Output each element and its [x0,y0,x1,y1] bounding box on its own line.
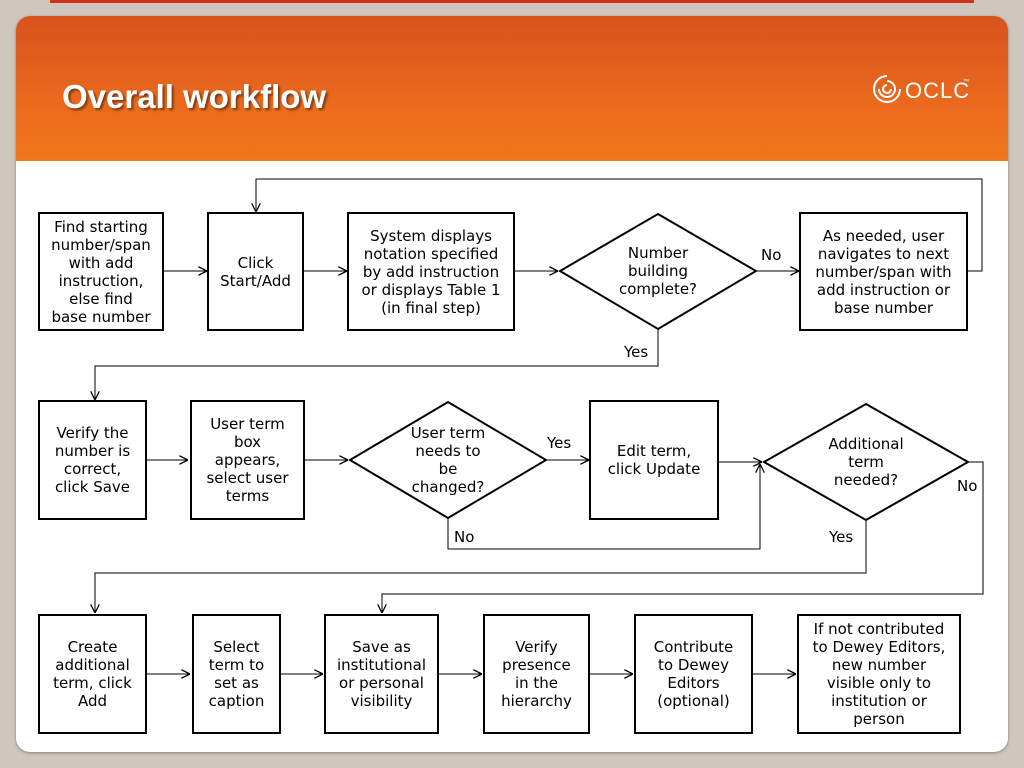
step-contribute: Contribute to Dewey Editors (optional) [634,614,753,734]
step-verify-hierarchy: Verify presence in the hierarchy [483,614,590,734]
label-additional-yes: Yes [829,528,854,546]
step-create-term-text: Create additional term, click Add [53,638,132,710]
logo-trademark: ™ [963,79,969,85]
label-complete-yes: Yes [624,343,649,361]
step-user-navigates: As needed, user navigates to next number… [799,212,968,331]
slide-title: Overall workflow [62,78,327,115]
decision-term-changed: User term needs to be changed? [376,413,520,507]
step-find-starting-number: Find starting number/span with add instr… [38,212,164,331]
step-edit-term-text: Edit term, click Update [607,442,701,478]
oclc-spiral-icon [873,75,901,103]
step-select-caption-text: Select term to set as caption [208,638,265,710]
arrow-changed-no [447,464,760,550]
step-click-start-add-text: Click Start/Add [220,253,291,290]
arrow-additional-no [382,461,984,613]
step-system-displays: System displays notation specified by ad… [347,212,515,331]
step-save-visibility-text: Save as institutional or personal visibi… [336,638,427,710]
step-create-term: Create additional term, click Add [38,614,147,734]
step-not-contributed: If not contributed to Dewey Editors, new… [797,614,961,734]
decision-number-complete-text: Number building complete? [618,244,698,298]
step-save-visibility: Save as institutional or personal visibi… [324,614,439,734]
step-edit-term: Edit term, click Update [589,400,719,520]
label-changed-yes: Yes [547,434,572,452]
step-click-start-add: Click Start/Add [207,212,304,331]
top-accent-line [50,0,974,3]
decision-term-changed-text: User term needs to be changed? [410,424,486,496]
arrow-loop-back [256,178,983,272]
step-user-navigates-text: As needed, user navigates to next number… [815,226,952,317]
flowchart-connectors [16,178,984,752]
step-not-contributed-text: If not contributed to Dewey Editors, new… [812,620,946,728]
slide: Overall workflow OCLC ™ [16,16,1008,752]
logo-text: OCLC [905,78,971,103]
step-find-starting-number-text: Find starting number/span with add instr… [51,217,151,326]
decision-number-complete: Number building complete? [580,226,736,316]
label-additional-no: No [957,477,978,495]
step-contribute-text: Contribute to Dewey Editors (optional) [653,638,734,710]
step-select-caption: Select term to set as caption [192,614,281,734]
step-system-displays-text: System displays notation specified by ad… [361,226,501,317]
step-verify-hierarchy-text: Verify presence in the hierarchy [501,638,572,710]
step-verify-number: Verify the number is correct, click Save [38,400,147,520]
label-changed-no: No [454,528,475,546]
arrow-additional-yes [95,520,867,613]
arrow-decision-yes [95,329,659,400]
decision-additional-term: Additional term needed? [791,416,941,508]
step-verify-number-text: Verify the number is correct, click Save [54,424,131,496]
decision-additional-term-text: Additional term needed? [828,435,904,489]
slide-header: Overall workflow OCLC ™ [16,16,1008,161]
step-user-term-box: User term box appears, select user terms [190,400,305,520]
step-user-term-box-text: User term box appears, select user terms [206,415,289,505]
label-complete-no: No [761,246,782,264]
